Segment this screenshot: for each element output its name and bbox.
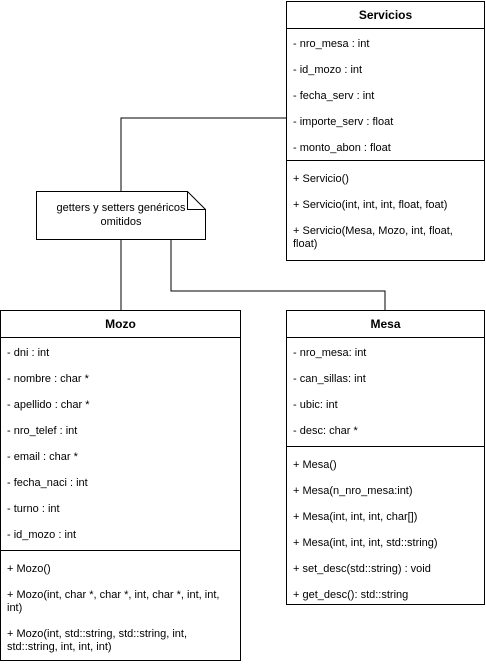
method-get-desc: + get_desc(): std::string (293, 589, 409, 601)
attributes-section-mesa: - nro_mesa: int - can_sillas: int - ubic… (287, 338, 484, 446)
attribute-nro-mesa: - nro_mesa: int (293, 347, 367, 359)
attribute-id-mozo: - id_mozo : int (293, 64, 363, 76)
attribute-dni: - dni : int (7, 347, 50, 359)
method-servicio-default: + Servicio() (293, 173, 349, 185)
attribute-nro-mesa: - nro_mesa : int (293, 38, 370, 50)
method-mozo-string-params: + Mozo(int, std::string, std::string, in… (7, 628, 188, 653)
note-shape (36, 191, 206, 240)
methods-section-servicios: + Servicio() + Servicio(int, int, int, f… (287, 160, 484, 255)
attributes-section-mozo: - dni : int - nombre : char * - apellido… (1, 338, 240, 550)
attribute-fecha-naci: - fecha_naci : int (7, 477, 88, 489)
class-title-mozo: Mozo (1, 311, 240, 338)
method-mozo-default: + Mozo() (7, 563, 51, 575)
method-mesa-nro: + Mesa(n_nro_mesa:int) (293, 485, 413, 497)
method-mozo-char-params: + Mozo(int, char *, char *, int, char *,… (7, 589, 220, 614)
attribute-email: - email : char * (7, 451, 78, 463)
methods-section-mozo: + Mozo() + Mozo(int, char *, char *, int… (1, 550, 240, 658)
attribute-ubic: - ubic: int (293, 399, 338, 411)
attribute-id-mozo: - id_mozo : int (7, 529, 77, 541)
attribute-desc: - desc: char * (293, 425, 358, 437)
method-servicio-objects: + Servicio(Mesa, Mozo, int, float, float… (293, 225, 453, 250)
note-text: getters y setters genéricos omitidos (56, 202, 186, 228)
note-getters-setters[interactable]: getters y setters genéricos omitidos (36, 191, 206, 240)
attribute-apellido: - apellido : char * (7, 399, 90, 411)
method-servicio-params: + Servicio(int, int, int, float, foat) (293, 199, 448, 211)
class-mozo[interactable]: Mozo - dni : int - nombre : char * - ape… (0, 310, 241, 661)
attribute-fecha-serv: - fecha_serv : int (293, 90, 375, 102)
connector-servicio-mesa (170, 240, 386, 310)
method-mesa-char-array: + Mesa(int, int, int, char[]) (293, 511, 418, 523)
attribute-nro-telef: - nro_telef : int (7, 425, 78, 437)
attributes-section-servicios: - nro_mesa : int - id_mozo : int - fecha… (287, 29, 484, 160)
class-title-mesa: Mesa (287, 311, 484, 338)
connector-servicio-mozo (120, 117, 286, 310)
class-servicios[interactable]: Servicios - nro_mesa : int - id_mozo : i… (286, 1, 485, 261)
method-set-desc: + set_desc(std::string) : void (293, 563, 431, 575)
attribute-turno: - turno : int (7, 503, 60, 515)
method-mesa-string: + Mesa(int, int, int, std::string) (293, 537, 438, 549)
method-mesa-default: + Mesa() (293, 459, 337, 471)
class-title-servicios: Servicios (287, 2, 484, 29)
attribute-importe-serv: - importe_serv : float (293, 116, 394, 128)
class-mesa[interactable]: Mesa - nro_mesa: int - can_sillas: int -… (286, 310, 485, 605)
methods-section-mesa: + Mesa() + Mesa(n_nro_mesa:int) + Mesa(i… (287, 446, 484, 613)
attribute-can-sillas: - can_sillas: int (293, 373, 366, 385)
attribute-nombre: - nombre : char * (7, 373, 89, 385)
attribute-monto-abon: - monto_abon : float (293, 142, 391, 154)
